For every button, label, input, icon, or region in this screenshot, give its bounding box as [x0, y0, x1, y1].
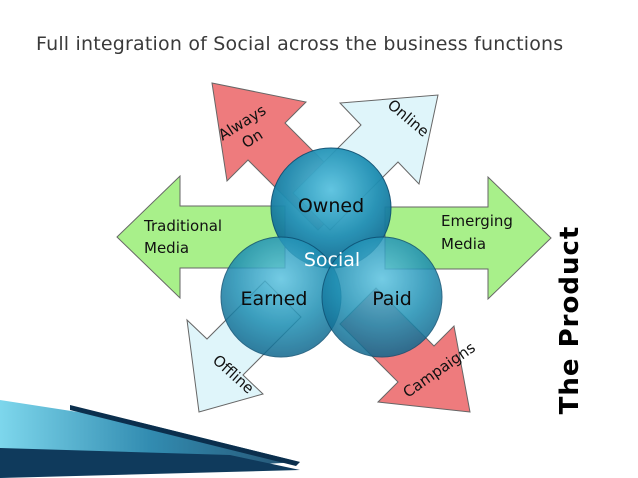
paid-circle [321, 236, 443, 358]
footer-swoosh-dark [0, 448, 300, 478]
social-center-label: Social [304, 249, 360, 271]
footer-swoosh-line [70, 405, 300, 466]
emerging-media-line-2: Media [441, 235, 486, 253]
the-product-label: The Product [555, 226, 585, 415]
earned-label: Earned [241, 288, 308, 310]
emerging-media-line-1: Emerging [441, 212, 513, 230]
owned-label: Owned [298, 195, 364, 217]
traditional-media-line-2: Media [144, 239, 189, 257]
paid-label: Paid [372, 288, 412, 310]
slide-title: Full integration of Social across the bu… [36, 33, 564, 55]
the-product-text: The Product [555, 226, 585, 415]
traditional-media-line-1: Traditional [143, 217, 222, 235]
